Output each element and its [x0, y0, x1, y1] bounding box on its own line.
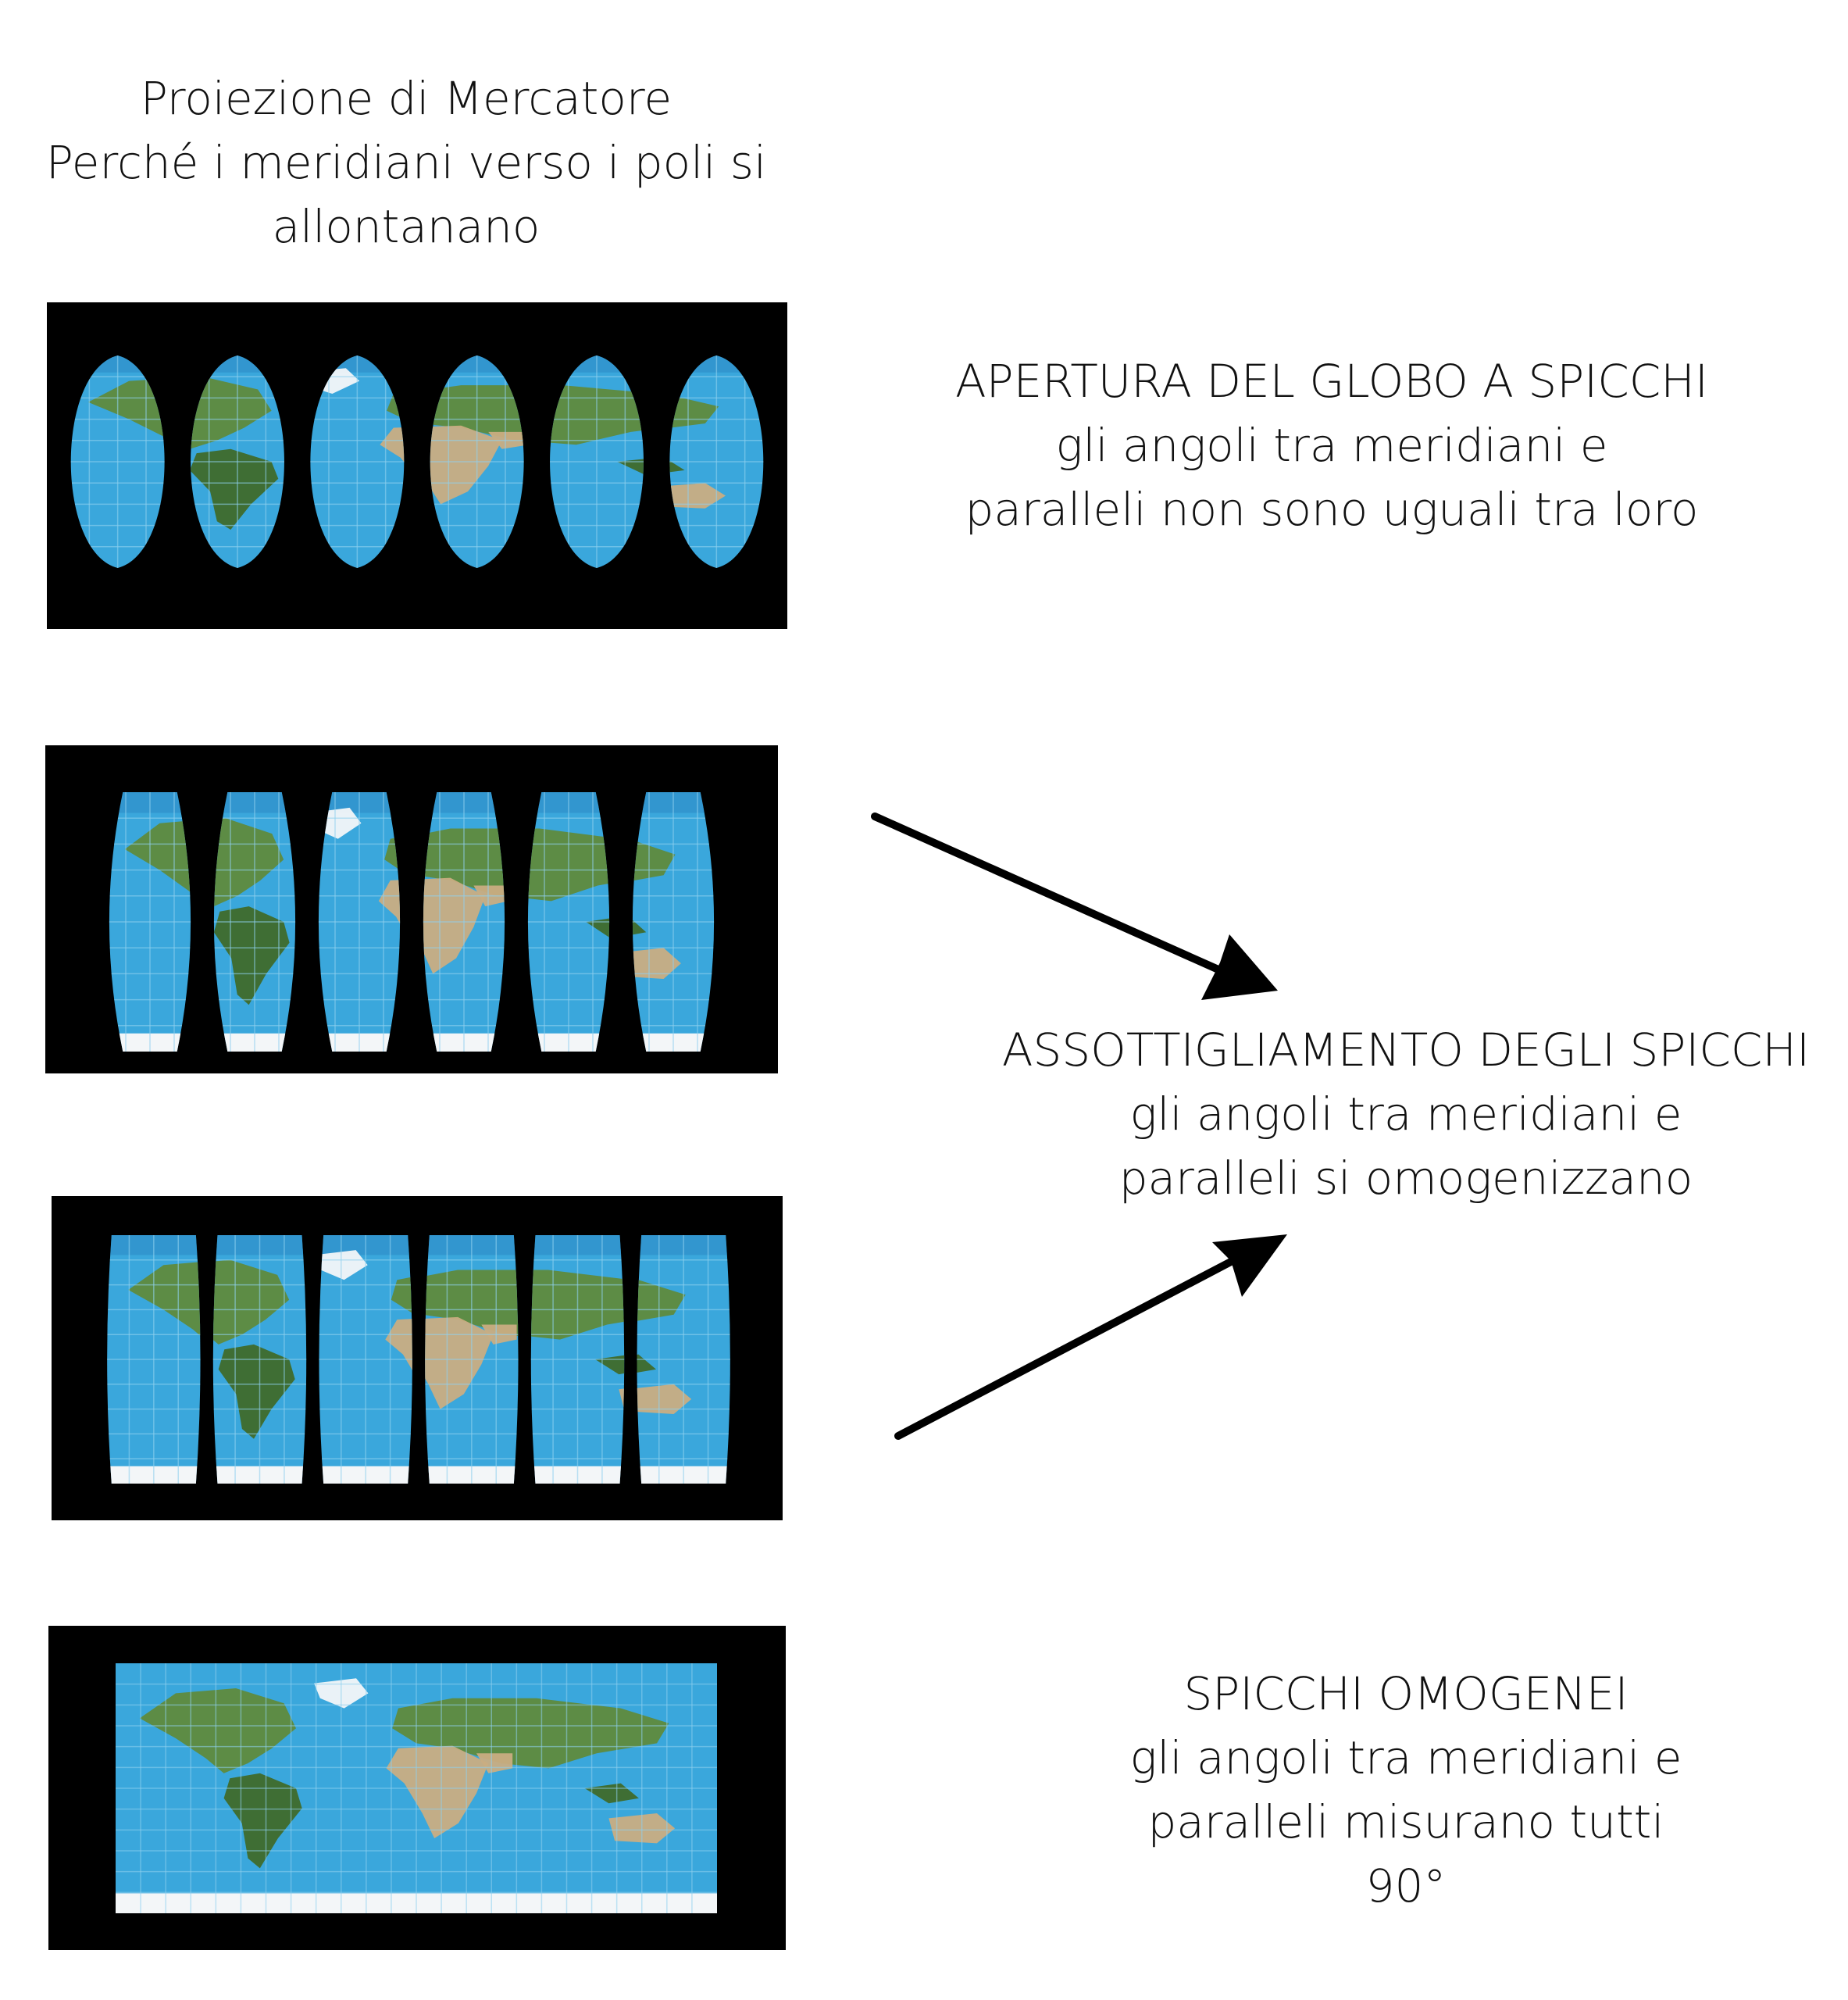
step-2-heading: ASSOTTIGLIAMENTO DEGLI SPICCHI	[1001, 1023, 1811, 1077]
mercator-map-image	[48, 1626, 786, 1950]
globe-gores-image	[47, 302, 787, 629]
step-1-caption: APERTURA DEL GLOBO A SPICCHI gli angoli …	[890, 349, 1773, 541]
step-1-line-1: gli angoli tra meridiani e	[1055, 419, 1608, 472]
step-1-line-2: paralleli non sono uguali tra loro	[965, 483, 1699, 536]
stretched-gores-image	[52, 1196, 783, 1520]
arrow-down-icon	[871, 812, 1278, 1000]
step-3-line-3: 90°	[1365, 1859, 1447, 1912]
title-line-3: allontanano	[272, 200, 540, 253]
globe-gores-panel	[47, 302, 787, 629]
arrow-up-icon	[894, 1234, 1287, 1440]
mercator-map-panel	[48, 1626, 786, 1950]
title-line-1: Proiezione di Mercatore	[140, 72, 672, 125]
thinning-gores-panel	[45, 745, 778, 1073]
title-line-2: Perché i meridiani verso i poli si	[45, 136, 767, 189]
step-1-heading: APERTURA DEL GLOBO A SPICCHI	[955, 355, 1708, 408]
thinning-gores-image	[45, 745, 778, 1073]
step-3-line-2: paralleli misurano tutti	[1147, 1795, 1664, 1848]
step-3-line-1: gli angoli tra meridiani e	[1129, 1731, 1682, 1784]
step-3-heading: SPICCHI OMOGENEI	[1183, 1667, 1629, 1720]
diagram-title: Proiezione di Mercatore Perché i meridia…	[31, 66, 781, 259]
step-3-caption: SPICCHI OMOGENEI gli angoli tra meridian…	[1051, 1662, 1761, 1918]
step-2-line-1: gli angoli tra meridiani e	[1129, 1088, 1682, 1141]
stretched-gores-panel	[52, 1196, 783, 1520]
step-2-caption: ASSOTTIGLIAMENTO DEGLI SPICCHI gli angol…	[980, 1018, 1832, 1210]
step-2-line-2: paralleli si omogenizzano	[1118, 1152, 1693, 1205]
